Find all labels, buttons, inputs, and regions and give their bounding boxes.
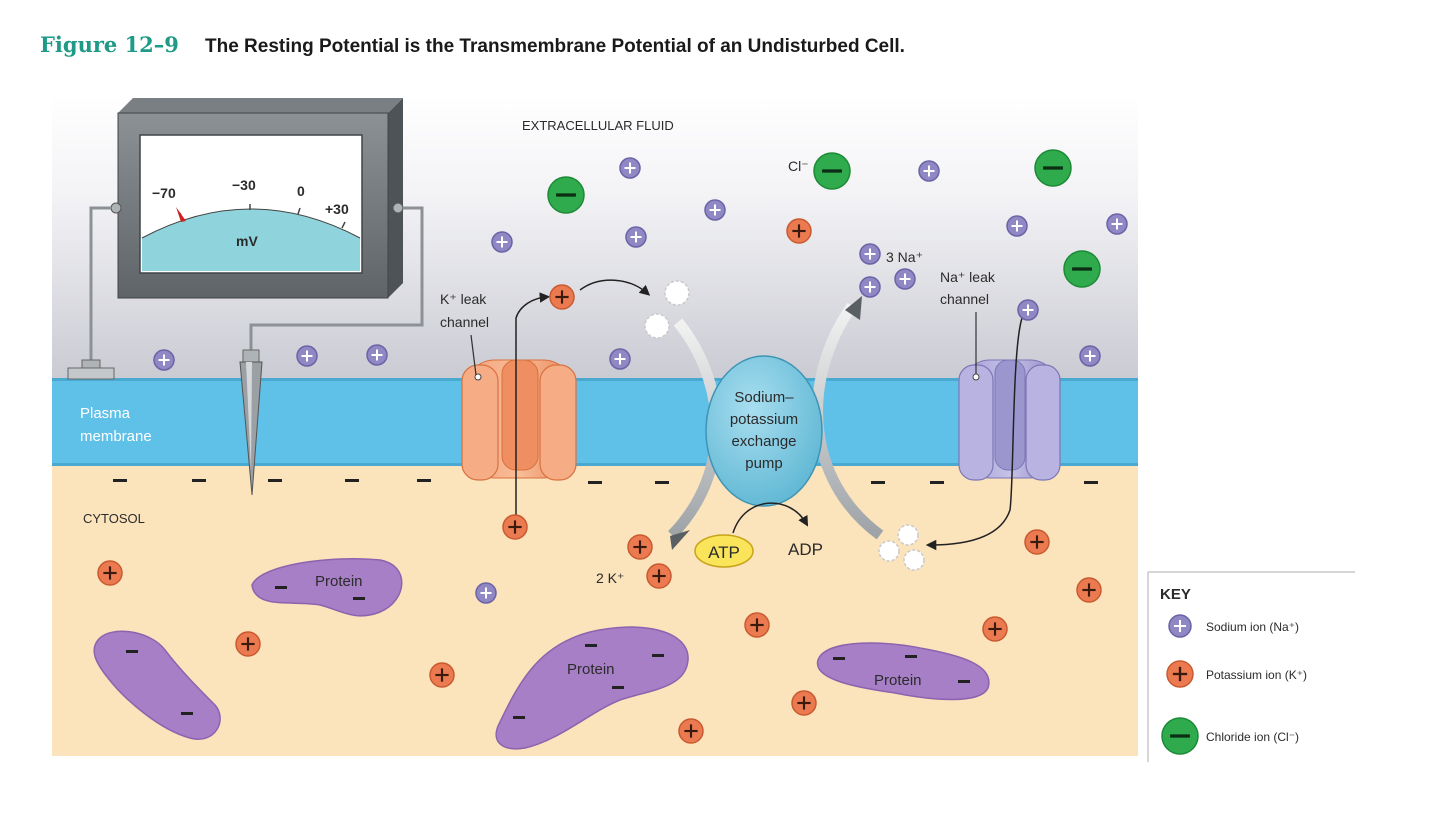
potassium-ion-7 xyxy=(235,631,261,657)
potassium-ion-9 xyxy=(744,612,770,638)
sodium-ion-13 xyxy=(153,349,175,371)
sodium-ion-15 xyxy=(366,344,388,366)
sodium-ion-17 xyxy=(475,582,497,604)
key-chloride-label: Chloride ion (Cl⁻) xyxy=(1206,730,1299,744)
sodium-ion-8 xyxy=(859,243,881,265)
key-potassium-label: Potassium ion (K⁺) xyxy=(1206,668,1307,682)
potassium-leak-channel xyxy=(461,359,577,481)
pump-label-line2: potassium xyxy=(730,411,798,428)
key-title: KEY xyxy=(1160,586,1191,603)
potassium-ion-11 xyxy=(1076,577,1102,603)
chloride-label: Cl⁻ xyxy=(788,158,809,174)
ion-particles xyxy=(97,149,1128,744)
sodium-ion-4 xyxy=(625,226,647,248)
potassium-ion-14 xyxy=(678,718,704,744)
key-potassium-icon xyxy=(1166,660,1194,688)
potassium-ion-6 xyxy=(97,560,123,586)
potassium-ion-8 xyxy=(429,662,455,688)
membrane-negative-charges xyxy=(113,479,1098,484)
key-sodium-label: Sodium ion (Na⁺) xyxy=(1206,620,1299,634)
cytosol-label: CYTOSOL xyxy=(83,511,145,526)
na-leak-flow-arrow xyxy=(925,317,1023,551)
atp-badge xyxy=(694,534,754,568)
potassium-ion-5 xyxy=(646,563,672,589)
na-leak-channel-label-line1: Na⁺ leak xyxy=(940,269,996,285)
sodium-ion-3 xyxy=(704,199,726,221)
k-leak-channel-label-line1: K⁺ leak xyxy=(440,291,487,307)
potassium-ion-3 xyxy=(502,514,528,540)
meter-unit-label: mV xyxy=(236,233,258,249)
meter-dial-face xyxy=(142,209,360,271)
extracellular-fluid-label: EXTRACELLULAR FLUID xyxy=(522,118,674,133)
chloride-ion-3 xyxy=(1034,149,1072,187)
reference-electrode xyxy=(67,359,115,380)
plasma-membrane-label-line1: Plasma xyxy=(80,405,131,422)
figure-number: Figure 12–9 xyxy=(40,32,179,57)
meter-tick-plus30: +30 xyxy=(325,201,349,217)
sodium-ion-1 xyxy=(619,157,641,179)
potassium-ion-10 xyxy=(1024,529,1050,555)
potassium-ion-12 xyxy=(982,616,1008,642)
meter-tick-minus30: −30 xyxy=(232,177,256,193)
pump-k-in-label: 2 K⁺ xyxy=(596,570,624,586)
key-sodium-icon xyxy=(1168,614,1192,638)
protein-1-label: Protein xyxy=(315,573,363,590)
potassium-ion-1 xyxy=(786,218,812,244)
meter-tick-0: 0 xyxy=(297,183,305,199)
meter-wires xyxy=(89,206,424,368)
sodium-ion-11 xyxy=(1017,299,1039,321)
potassium-ion-2 xyxy=(549,284,575,310)
sodium-ion-6 xyxy=(1006,215,1028,237)
protein-4-label: Protein xyxy=(874,672,922,689)
k-to-pump-arrow xyxy=(579,279,651,296)
potassium-ion-4 xyxy=(627,534,653,560)
potassium-ion-13 xyxy=(791,690,817,716)
meter-needle xyxy=(176,207,186,222)
protein-3-label: Protein xyxy=(567,661,615,678)
sodium-ion-16 xyxy=(1079,345,1101,367)
plasma-membrane-label-line2: membrane xyxy=(80,428,152,445)
sodium-ion-7 xyxy=(1106,213,1128,235)
atp-label: ATP xyxy=(708,543,740,562)
chloride-ion-4 xyxy=(1063,250,1101,288)
adp-label: ADP xyxy=(788,540,823,559)
plasma-membrane xyxy=(52,378,1138,466)
pump-na-out-label: 3 Na⁺ xyxy=(886,249,923,265)
sodium-ion-12 xyxy=(609,348,631,370)
sodium-potassium-pump: Sodium– potassium exchange pump xyxy=(668,296,884,550)
pump-label-line1: Sodium– xyxy=(734,389,794,406)
sodium-ion-2 xyxy=(918,160,940,182)
na-leak-channel-label-line2: channel xyxy=(940,291,989,307)
sodium-ion-14 xyxy=(296,345,318,367)
pump-label-line4: pump xyxy=(745,455,783,472)
protein-1: Protein xyxy=(251,557,403,617)
atp-to-adp-arrow xyxy=(732,502,809,534)
protein-4: Protein xyxy=(816,642,990,701)
microelectrode xyxy=(239,349,263,496)
key-legend: KEY Sodium ion (Na⁺) Potassium ion (K⁺) … xyxy=(1147,571,1355,762)
sodium-leak-channel xyxy=(958,359,1061,481)
figure-title: The Resting Potential is the Transmembra… xyxy=(205,36,905,57)
pump-label-line3: exchange xyxy=(731,433,796,450)
k-leak-channel-label-line2: channel xyxy=(440,314,489,330)
sodium-ion-9 xyxy=(894,268,916,290)
key-chloride-icon xyxy=(1161,717,1199,755)
protein-2 xyxy=(93,630,221,740)
chloride-ion-2 xyxy=(813,152,851,190)
sodium-ion-10 xyxy=(859,276,881,298)
protein-3: Protein xyxy=(495,626,689,750)
chloride-ion-1 xyxy=(547,176,585,214)
voltmeter: −70 −30 0 +30 mV xyxy=(110,98,404,299)
empty-binding-sites xyxy=(644,280,925,571)
sodium-ion-5 xyxy=(491,231,513,253)
meter-tick-minus70: −70 xyxy=(152,185,176,201)
k-leak-flow-arrow xyxy=(515,292,551,515)
